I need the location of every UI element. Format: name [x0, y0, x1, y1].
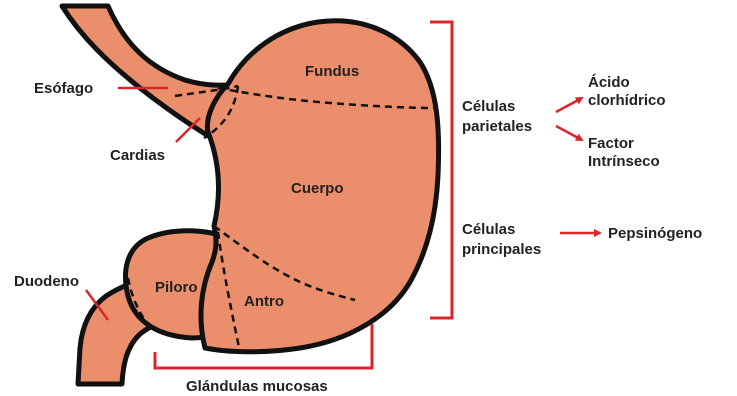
acido-line2: clorhídrico [588, 92, 666, 109]
duodeno-label: Duodeno [14, 273, 79, 290]
antro-label: Antro [244, 293, 284, 310]
acido-arrow [556, 98, 582, 112]
factor-arrow [556, 126, 582, 140]
cuerpo-label: Cuerpo [291, 180, 344, 197]
factor-line1: Factor [588, 135, 634, 152]
piloro-label: Piloro [155, 279, 198, 296]
principales-line1: Células [462, 221, 515, 238]
pepsinogeno-label: Pepsinógeno [608, 225, 702, 242]
factor-line2: Intrínseco [588, 153, 660, 170]
parietales-line1: Células [462, 98, 515, 115]
cardias-label: Cardias [110, 147, 165, 164]
principales-line2: principales [462, 241, 541, 258]
esofago-label: Esófago [34, 80, 93, 97]
parietales-line2: parietales [462, 118, 532, 135]
glandulas-mucosas-label: Glándulas mucosas [186, 378, 328, 395]
acido-line1: Ácido [588, 74, 630, 91]
fundus-label: Fundus [305, 63, 359, 80]
